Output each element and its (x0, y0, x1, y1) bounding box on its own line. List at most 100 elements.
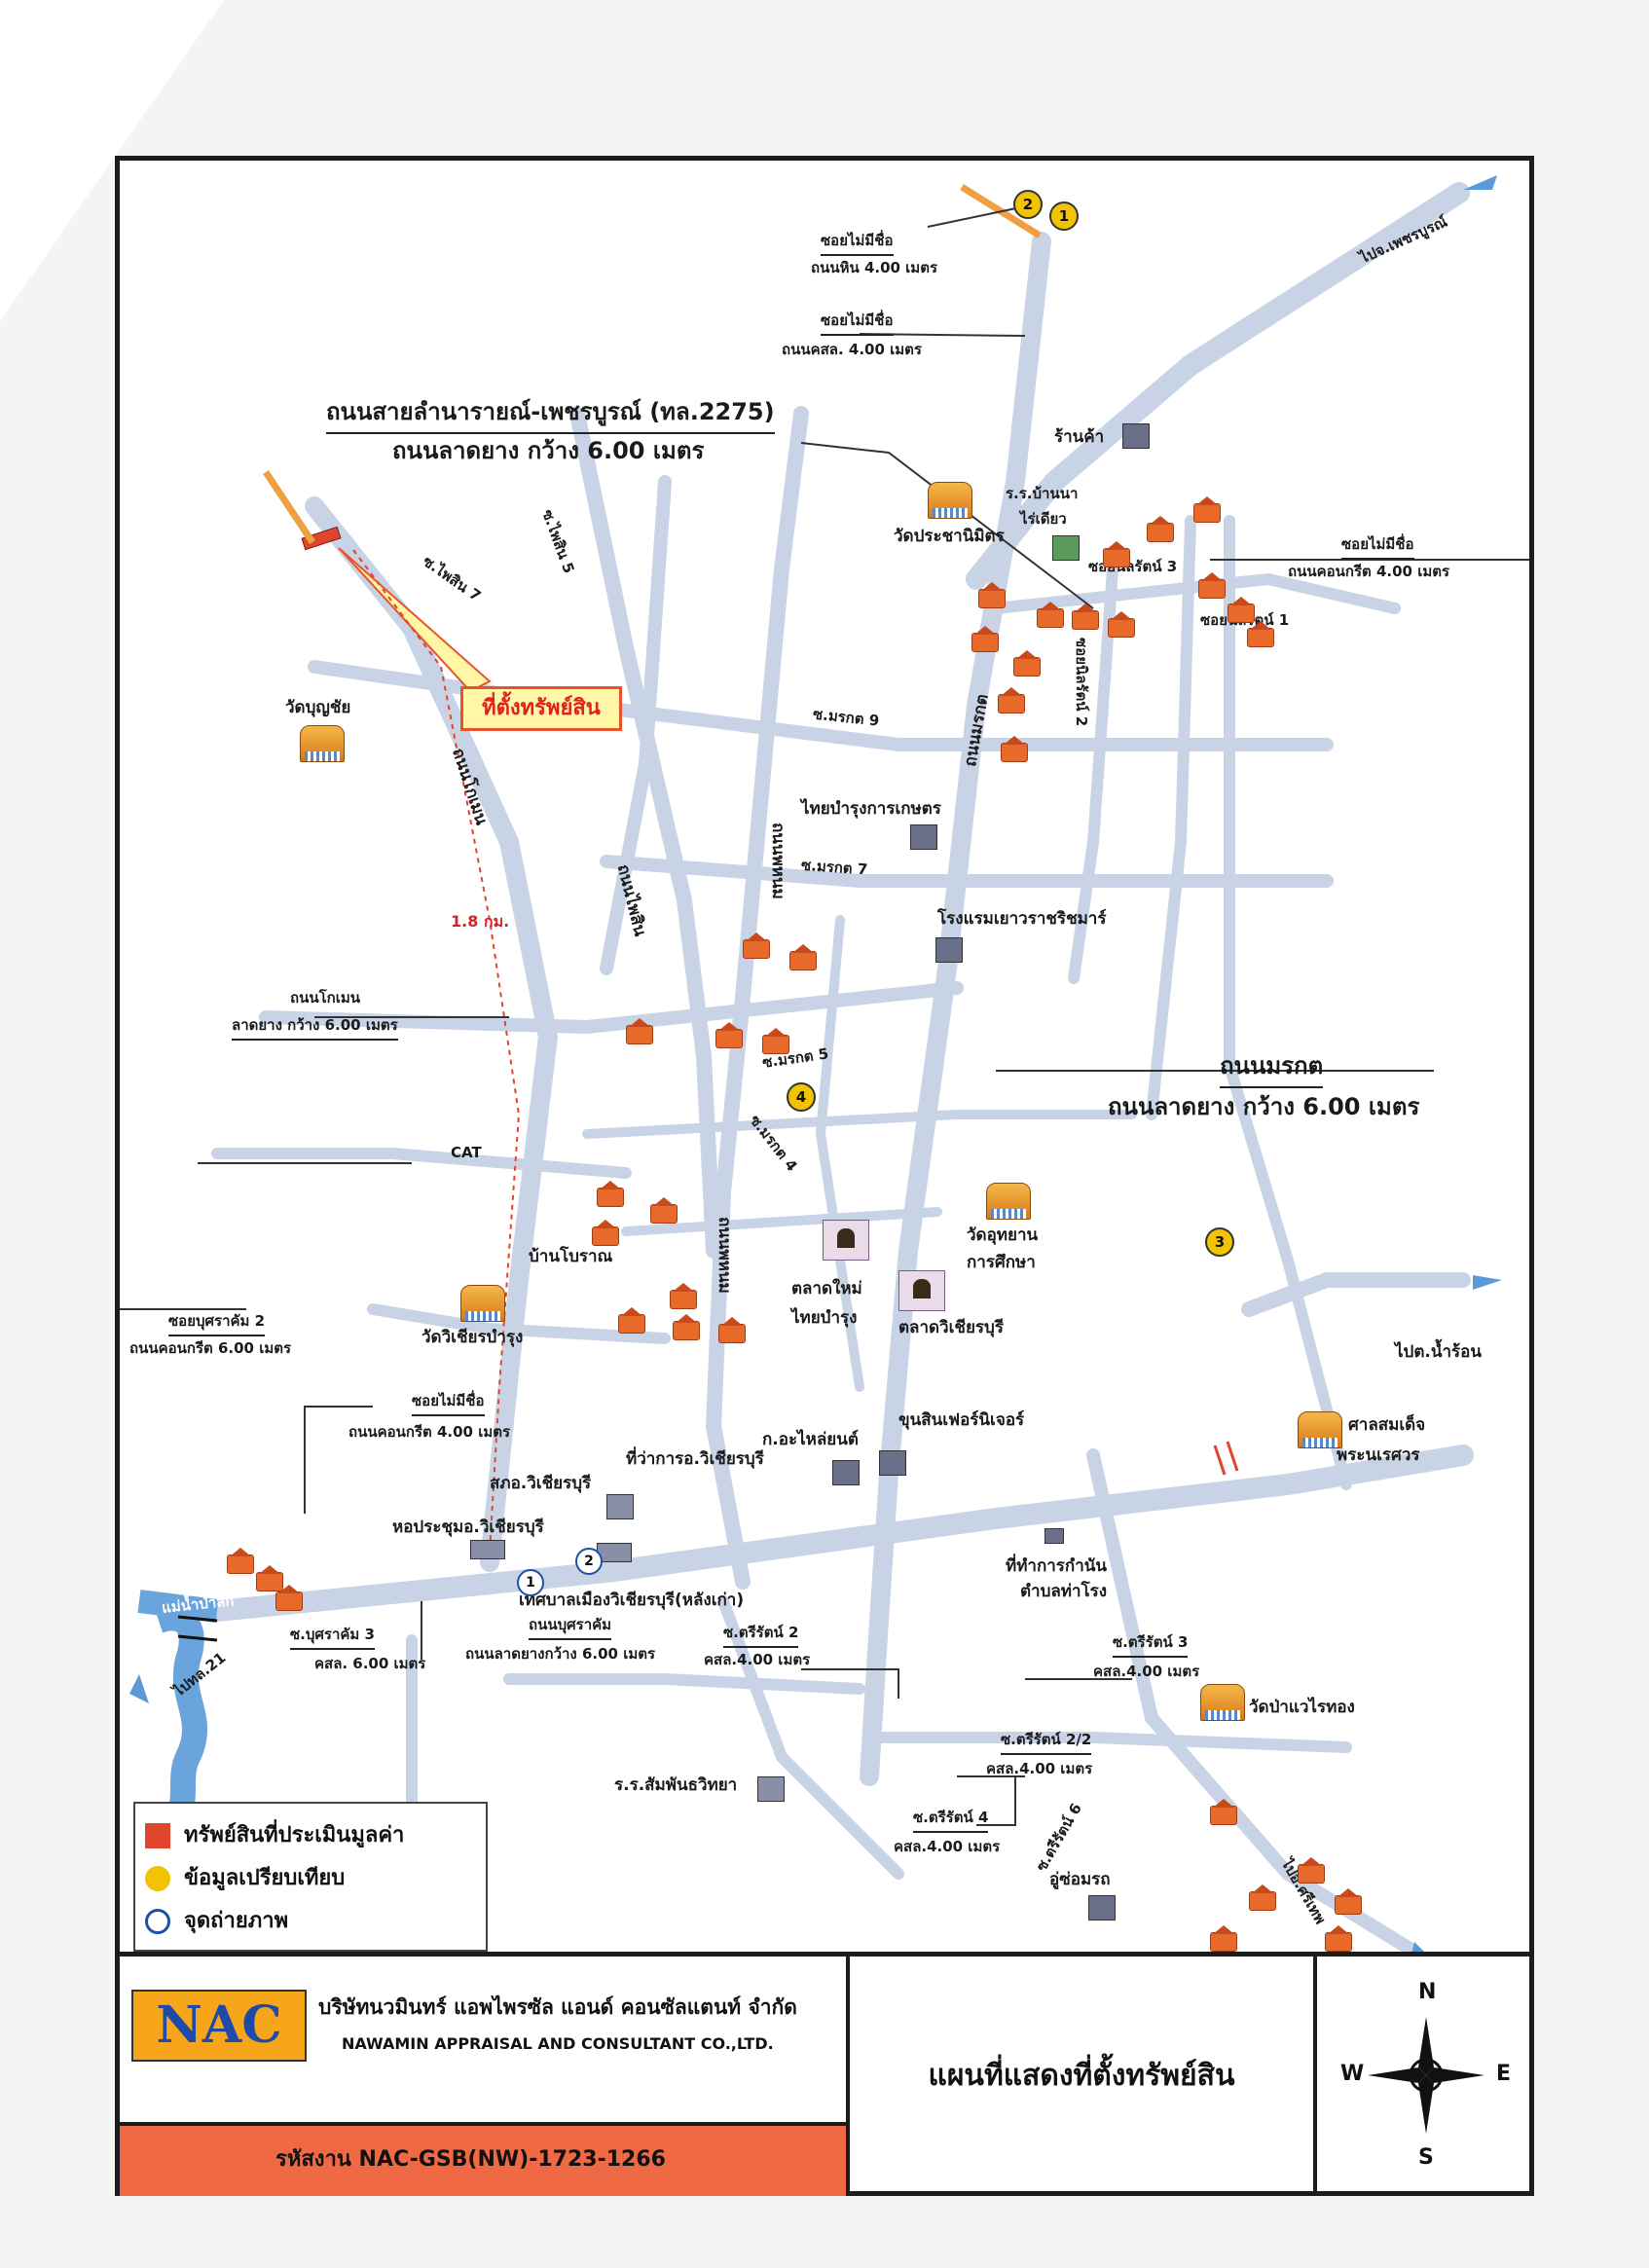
label-kamnan-office-2: ตำบลท่าโรง (1020, 1582, 1108, 1601)
label-wat-uthayan-1: วัดอุทยาน (967, 1225, 1039, 1245)
house-icon (1193, 496, 1221, 523)
shop-icon (1122, 423, 1150, 449)
label-soi-trirat-22: ซ.ตรีรัตน์ 2/2 (1001, 1728, 1092, 1755)
label-soi-trirat-4: ซ.ตรีรัตน์ 4 (913, 1806, 989, 1833)
label-shrine-2: พระนเรศวร (1337, 1445, 1420, 1465)
road-center-grid-2 (621, 1207, 942, 1236)
label-soi-no-name-3-sub: ถนนคอนกรีต 4.00 เมตร (1288, 563, 1450, 580)
road-south-4 (873, 1732, 1352, 1753)
garage-icon (1088, 1895, 1116, 1920)
house-icon (789, 944, 817, 970)
label-soi-no-name-1: ซอยไม่มีชื่อ (821, 229, 894, 256)
house-icon (1072, 604, 1099, 630)
label-soi-morakot-7: ซ.มรกต 7 (800, 856, 868, 879)
house-icon (670, 1283, 697, 1309)
comparison-marker[interactable]: 2 (1013, 190, 1043, 219)
house-icon (1037, 602, 1064, 628)
label-soi-butsarakham-2-sub: ถนนคอนกรีต 6.00 เมตร (129, 1339, 292, 1357)
shrine-icon (1298, 1411, 1342, 1448)
temple-icon (1200, 1684, 1245, 1721)
label-soi-butsarakham-3: ซ.บุศราคัม 3 (290, 1623, 375, 1650)
house-icon (1325, 1925, 1352, 1952)
label-butsarakham-sub: ถนนลาดยางกว้าง 6.00 เมตร (465, 1645, 655, 1663)
label-shrine-1: ศาลสมเด็จ (1348, 1415, 1426, 1435)
temple-icon (460, 1285, 505, 1322)
compass-south: S (1418, 2145, 1434, 2170)
label-wat-wichian: วัดวิเชียรบำรุง (421, 1328, 524, 1347)
river-top (137, 1590, 219, 1623)
road-morakot-9 (308, 660, 1334, 751)
arrow-trirat-2 (801, 1668, 899, 1699)
house-icon (1249, 1884, 1276, 1911)
arrow-trirat-4 (976, 1776, 1016, 1826)
subject-parcel (301, 526, 342, 551)
label-to-namron: ไปต.น้ำร้อน (1395, 1342, 1482, 1362)
river (154, 1605, 208, 1821)
label-wat-prachanimit: วัดประชานิมิตร (894, 527, 1005, 546)
photo-point[interactable]: 2 (575, 1548, 603, 1575)
house-icon (650, 1197, 678, 1224)
legend-subject-swatch (145, 1823, 170, 1848)
map-legend: ทรัพย์สินที่ประเมินมูลค่า ข้อมูลเปรียบเท… (133, 1802, 488, 1952)
label-komen: ถนนโกเมน (290, 989, 360, 1006)
label-soi-no-name-2-sub: ถนนคสล. 4.00 เมตร (782, 341, 922, 358)
photo-point[interactable]: 1 (517, 1569, 544, 1596)
road-namron (1241, 1272, 1471, 1317)
house-icon (673, 1314, 700, 1340)
comparison-marker[interactable]: 1 (1049, 201, 1079, 231)
house-icon (1108, 611, 1135, 638)
road-nilrat (990, 572, 1401, 614)
house-icon (1198, 572, 1226, 599)
compass-west: W (1340, 2062, 1365, 2086)
house-icon (715, 1022, 743, 1048)
road-nilrat-2 (1068, 564, 1118, 984)
legend-comparison-swatch (145, 1866, 170, 1891)
legend-comparison: ข้อมูลเปรียบเทียบ (145, 1860, 345, 1894)
house-icon (718, 1317, 746, 1343)
map-title: แผนที่แสดงที่ตั้งทรัพย์สิน (850, 1957, 1317, 2196)
label-soi-nilrat-3: ซอยนิลรัตน์ 3 (1088, 558, 1178, 575)
market-icon (823, 1220, 869, 1261)
label-main-road-sub: ถนนลาดยาง กว้าง 6.00 เมตร (392, 437, 705, 464)
label-soi-trirat-3: ซ.ตรีรัตน์ 3 (1113, 1630, 1189, 1658)
arrow-soi-4 (304, 1406, 373, 1514)
label-thai-bamrung-kaset: ไทยบำรุงการเกษตร (801, 799, 941, 819)
road-west-1 (211, 1148, 632, 1179)
title-block: NAC บริษัทนวมินทร์ แอพไพรซัล แอนด์ คอนซั… (120, 1952, 1529, 2196)
label-komen-sub: ลาดยาง กว้าง 6.00 เมตร (232, 1013, 398, 1041)
compass-north: N (1418, 1980, 1437, 2004)
legend-subject-label: ทรัพย์สินที่ประเมินมูลค่า (184, 1823, 405, 1847)
house-icon (1001, 736, 1028, 762)
road-south-2 (717, 1595, 904, 1880)
arrow-to-phetchabun (1463, 175, 1497, 190)
house-icon (743, 933, 770, 959)
label-soi-no-name-4-sub: ถนนคอนกรีต 4.00 เมตร (348, 1423, 511, 1441)
road-end-tick-nw (263, 470, 315, 544)
house-icon (592, 1220, 619, 1246)
bridge (177, 1615, 218, 1642)
company-name-thai: บริษัทนวมินทร์ แอพไพรซัล แอนด์ คอนซัลแตน… (318, 1995, 797, 2019)
house-icon (971, 626, 999, 652)
label-soi-no-name-3: ซอยไม่มีชื่อ (1341, 532, 1414, 560)
comparison-marker[interactable]: 4 (787, 1082, 816, 1112)
house-icon (1210, 1799, 1237, 1825)
label-auto-parts: ก.อะไหล่ยนต์ (762, 1430, 859, 1449)
house-icon (1247, 621, 1274, 647)
school-icon (757, 1776, 785, 1802)
company-block: NAC บริษัทนวมินทร์ แอพไพรซัล แอนด์ คอนซั… (120, 1957, 850, 2122)
label-furniture: ขุนสินเฟอร์นิเจอร์ (898, 1410, 1025, 1430)
subject-location-box: ที่ตั้งทรัพย์สิน (460, 686, 622, 731)
label-market-wichian: ตลาดวิเชียรบุรี (898, 1318, 1004, 1337)
label-municipality: เทศบาลเมืองวิเชียรบุรี(หลังเก่า) (519, 1591, 745, 1610)
road-morakot (860, 232, 1051, 1786)
kamnan-office-icon (1044, 1528, 1064, 1544)
label-meeting-hall: หอประชุมอ.วิเชียรบุรี (392, 1518, 544, 1537)
arrow-to-hwy21 (129, 1674, 149, 1703)
house-icon (1228, 597, 1255, 623)
comparison-marker[interactable]: 3 (1205, 1227, 1234, 1257)
label-distance: 1.8 กม. (451, 912, 510, 931)
legend-photo: จุดถ่ายภาพ (145, 1903, 288, 1937)
arrow-to-namron (1473, 1275, 1502, 1290)
label-soi-no-name-4: ซอยไม่มีชื่อ (412, 1389, 485, 1416)
label-soi-trirat-4-sub: คสล.4.00 เมตร (894, 1838, 1001, 1855)
